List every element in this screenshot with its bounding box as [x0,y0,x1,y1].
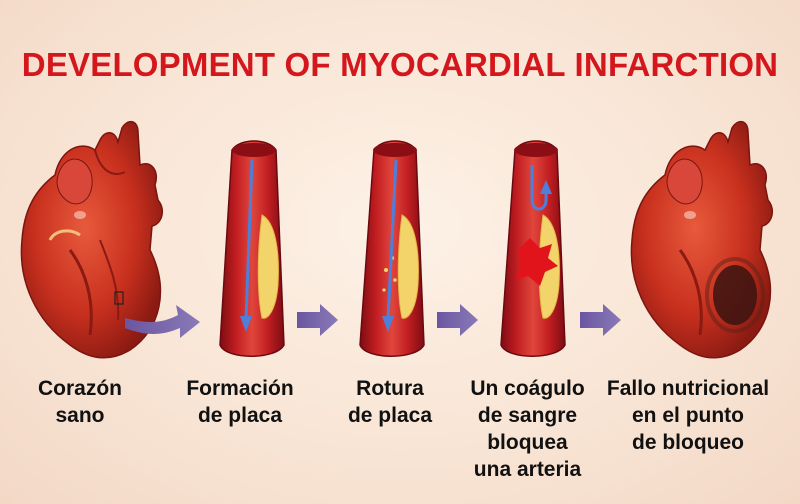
caption-line: Un coágulo [470,377,585,400]
curved-arrow-icon [125,305,200,338]
right-arrow-icon [437,304,478,336]
caption-line: de placa [347,404,433,427]
vessel-clot-icon [500,140,566,357]
caption-line: Corazón [38,377,122,400]
caption-infarct: Fallo nutricional en el punto de bloqueo [598,375,778,456]
caption-line: Fallo nutricional [606,377,770,400]
caption-plaque-formation: Formación de placa [170,375,310,429]
vessel-plaque-formation-icon [219,140,285,357]
caption-line: en el punto [632,404,744,427]
diagram-title: DEVELOPMENT OF MYOCARDIAL INFARCTION [21,46,779,83]
vessel-plaque-rupture-icon [359,140,425,357]
caption-line: Formación [186,377,294,400]
caption-line: una arteria [473,458,582,481]
caption-clot-blockage: Un coágulo de sangre bloquea una arteria [455,375,600,483]
caption-plaque-rupture: Rotura de placa [330,375,450,429]
caption-line: bloquea [487,431,568,454]
caption-line: de sangre [477,404,578,427]
right-arrow-icon [297,304,338,336]
caption-line: Rotura [356,377,424,400]
caption-healthy-heart: Corazón sano [20,375,140,429]
infarcted-heart-icon [630,120,774,359]
caption-line: de bloqueo [632,431,744,454]
healthy-heart-icon [20,120,164,359]
caption-line: de placa [197,404,283,427]
caption-line: sano [55,404,105,427]
right-arrow-icon [580,304,621,336]
